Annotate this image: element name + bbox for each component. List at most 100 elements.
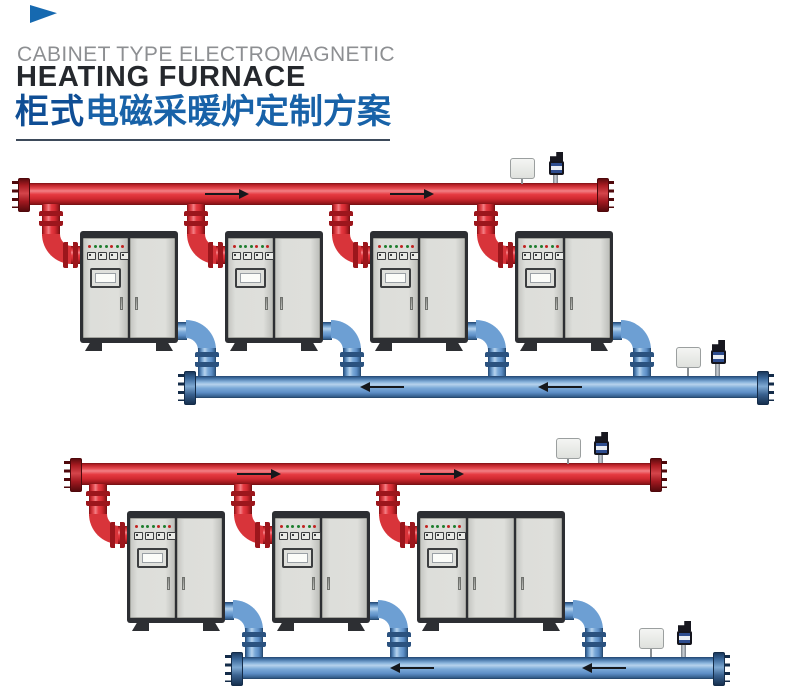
indicator-light (458, 525, 461, 528)
pipe-elbow (476, 320, 506, 350)
door-handle (473, 577, 476, 590)
door-handle (312, 577, 315, 590)
return-end-flange-left (184, 371, 196, 405)
cabinet-foot (348, 623, 365, 631)
panel-button (134, 532, 143, 540)
branch-pipe (320, 322, 332, 340)
pipe-coupling (242, 632, 266, 647)
indicator-light (151, 525, 155, 528)
pressure-gauge-cap-icon (678, 621, 691, 631)
panel-button (301, 532, 310, 540)
cabinet-foot (156, 343, 173, 351)
pipe-coupling (387, 632, 411, 647)
cabinet-foot (132, 623, 149, 631)
cabinet-door-panel (518, 238, 564, 338)
indicator-light (539, 245, 543, 248)
panel-button (533, 252, 542, 260)
indicator-light (260, 245, 264, 248)
cabinet-door (275, 238, 320, 338)
flow-arrow-left (360, 382, 404, 392)
header-kicker: CABINET TYPE ELECTROMAGNETIC (17, 43, 395, 66)
panel-button (435, 532, 444, 540)
flow-arrow-right (390, 189, 434, 199)
lcd-display (525, 268, 556, 288)
return-pipe (241, 657, 714, 679)
pressure-gauge-icon (677, 631, 692, 645)
pipe-coupling (110, 522, 125, 548)
pipe-elbow (331, 320, 361, 350)
cabinet-door (177, 518, 222, 618)
cabinet-door-panel (83, 238, 129, 338)
pipe-coupling (376, 491, 400, 506)
supply-pipe (28, 183, 598, 205)
cabinet-foot (230, 343, 247, 351)
panel-button (544, 252, 553, 260)
indicator-light (157, 525, 160, 528)
indicator-light (302, 525, 305, 528)
panel-button (457, 532, 466, 540)
transmitter-box-icon (639, 628, 664, 649)
indicator-light (307, 525, 311, 528)
door-handle (555, 297, 558, 310)
cabinet-foot (591, 343, 608, 351)
pipe-elbow (378, 600, 408, 630)
cabinet-foot (422, 623, 439, 631)
panel-button (145, 532, 154, 540)
flow-arrow-left (390, 663, 434, 673)
pressure-gauge-icon (549, 161, 564, 175)
pipe-coupling (39, 211, 63, 226)
cabinet-door-panel (420, 518, 466, 618)
branch-pipe (562, 602, 574, 620)
panel-button (98, 252, 107, 260)
cabinet-unit (225, 231, 323, 351)
page-title-zh-rest: 电磁采暖炉定制方案 (85, 93, 391, 131)
supply-end-flange-left (70, 458, 82, 492)
panel-button (555, 252, 564, 260)
door-handle (120, 297, 123, 310)
panel-button (279, 532, 288, 540)
cabinet-unit-wide (417, 511, 565, 631)
transmitter-box-icon (676, 347, 701, 368)
cabinet-door (322, 518, 367, 618)
pipe-coupling (498, 242, 513, 268)
bolt-studs (724, 655, 730, 682)
door-handle (425, 297, 428, 310)
indicator-light (88, 245, 91, 248)
pressure-gauge-cap-icon (595, 432, 608, 442)
logo-triangle-icon (30, 5, 57, 23)
cabinet-foot (85, 343, 102, 351)
supply-pipe (80, 463, 651, 485)
pipe-coupling (86, 491, 110, 506)
transmitter-box-icon (556, 438, 581, 459)
pressure-gauge-cap-icon (550, 152, 563, 162)
door-handle (410, 297, 413, 310)
indicator-light (452, 525, 456, 528)
indicator-light (238, 245, 242, 248)
panel-button (87, 252, 96, 260)
lcd-display (235, 268, 266, 288)
branch-pipe (465, 322, 477, 340)
lcd-screen (95, 273, 116, 283)
indicator-light (389, 245, 392, 248)
indicator-light (162, 525, 166, 528)
pipe-coupling (630, 352, 654, 367)
door-handle (280, 297, 283, 310)
indicator-light (383, 245, 387, 248)
panel-button (265, 252, 274, 260)
indicator-light (104, 245, 108, 248)
page-title-zh-lead: 柜式 (15, 93, 85, 131)
indicator-light (523, 245, 526, 248)
flow-arrow-right (237, 469, 281, 479)
pipe-elbow (573, 600, 603, 630)
indicator-light (430, 525, 434, 528)
door-handle (570, 297, 573, 310)
pipe-coupling (195, 352, 219, 367)
indicator-light (121, 245, 124, 248)
panel-button (399, 252, 408, 260)
transmitter-box-icon (510, 158, 535, 179)
branch-pipe (222, 602, 234, 620)
door-handle (135, 297, 138, 310)
cabinet-foot (446, 343, 463, 351)
branch-pipe (175, 322, 187, 340)
